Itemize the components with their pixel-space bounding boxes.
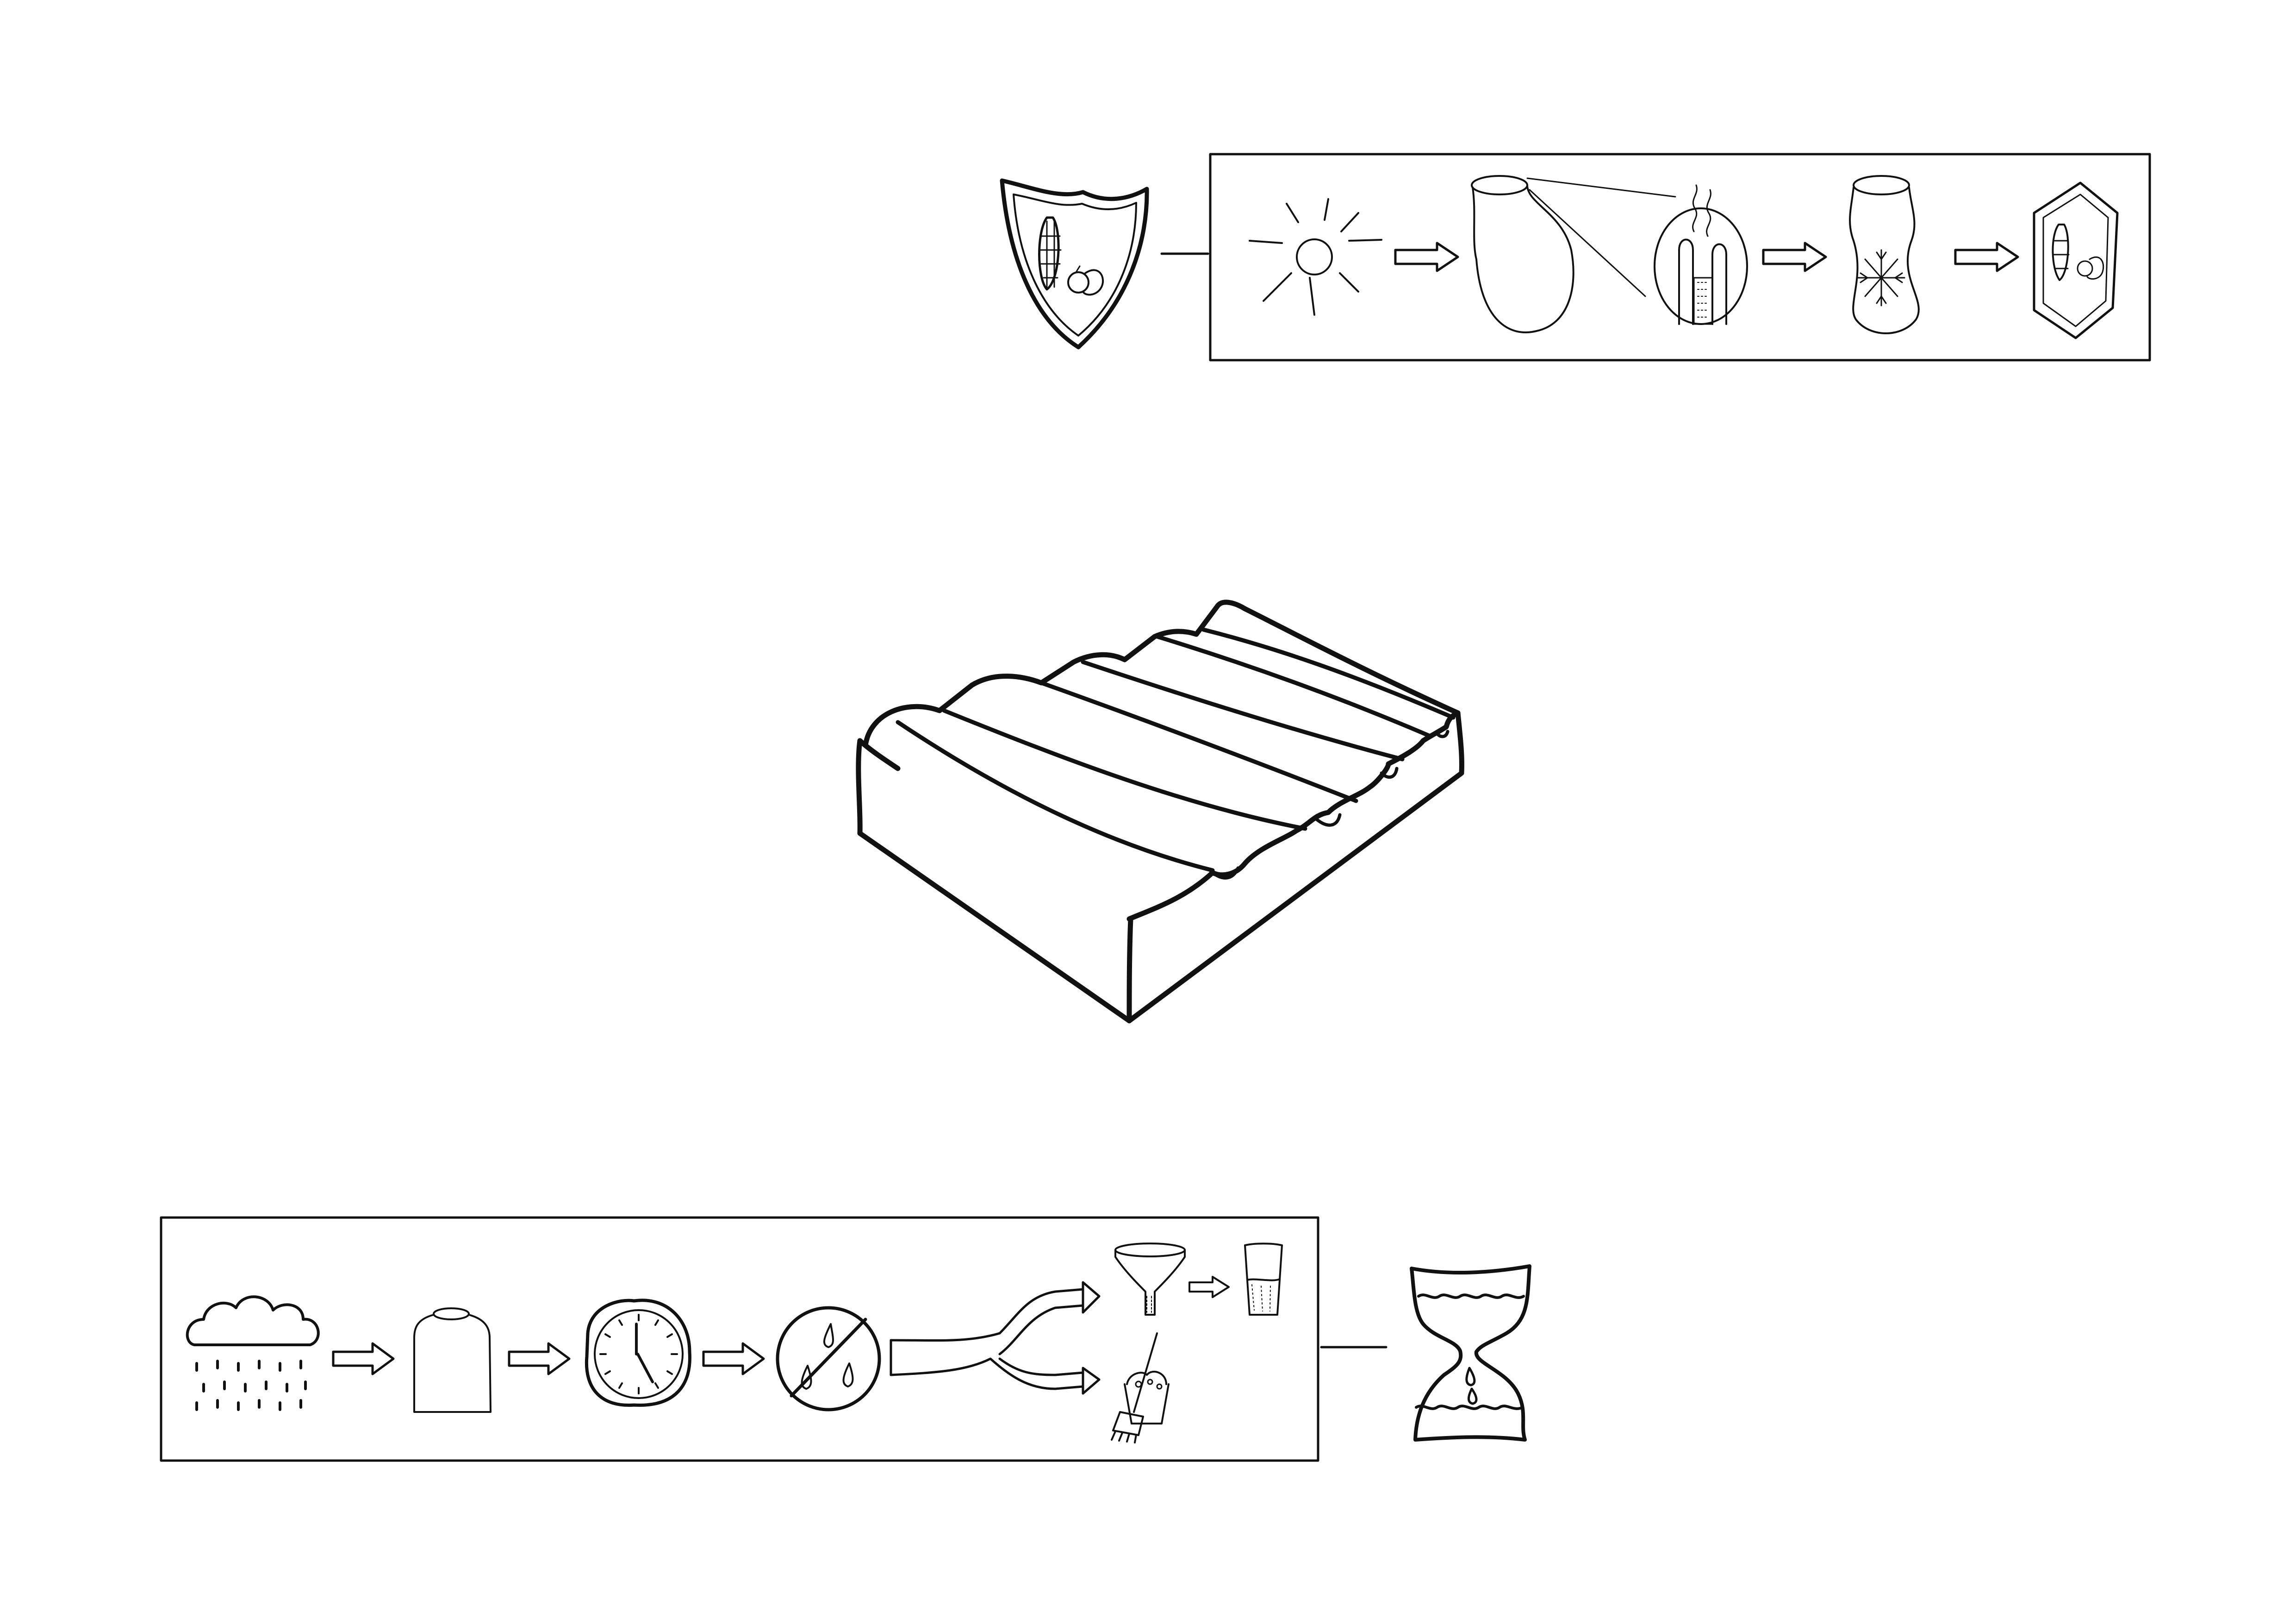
bottom-process-panel — [160, 1216, 1319, 1462]
magnifier-evaporation-icon — [1654, 184, 1748, 325]
arrow-right-icon — [1762, 242, 1827, 272]
split-arrow-icon — [890, 1281, 1101, 1395]
water-tank-icon — [413, 1307, 492, 1413]
arrow-right-icon — [1188, 1276, 1230, 1298]
magnifier-lines — [1526, 177, 1676, 297]
arrow-right-icon — [1394, 242, 1459, 272]
arrow-right-icon — [1954, 242, 2019, 272]
top-process-panel — [1209, 153, 2151, 362]
hourglass-water-icon — [1410, 1264, 1531, 1442]
cleaning-bucket-broom-icon — [1111, 1332, 1170, 1443]
protected-crops-icon — [2033, 181, 2119, 339]
corrugated-roof-block-icon — [856, 600, 1464, 1024]
clock-icon — [585, 1299, 691, 1407]
funnel-filter-icon — [1114, 1243, 1186, 1316]
arrow-right-icon — [702, 1342, 765, 1375]
clay-pot-icon — [1471, 175, 1574, 333]
arrow-right-icon — [508, 1342, 571, 1375]
rain-cloud-icon — [186, 1295, 320, 1411]
cool-pot-snowflake-icon — [1849, 175, 1920, 334]
no-water-icon — [776, 1306, 881, 1412]
shield-crops-icon — [1000, 178, 1149, 350]
glass-of-water-icon — [1244, 1243, 1283, 1316]
sun-icon — [1249, 198, 1382, 316]
arrow-right-icon — [332, 1342, 395, 1375]
